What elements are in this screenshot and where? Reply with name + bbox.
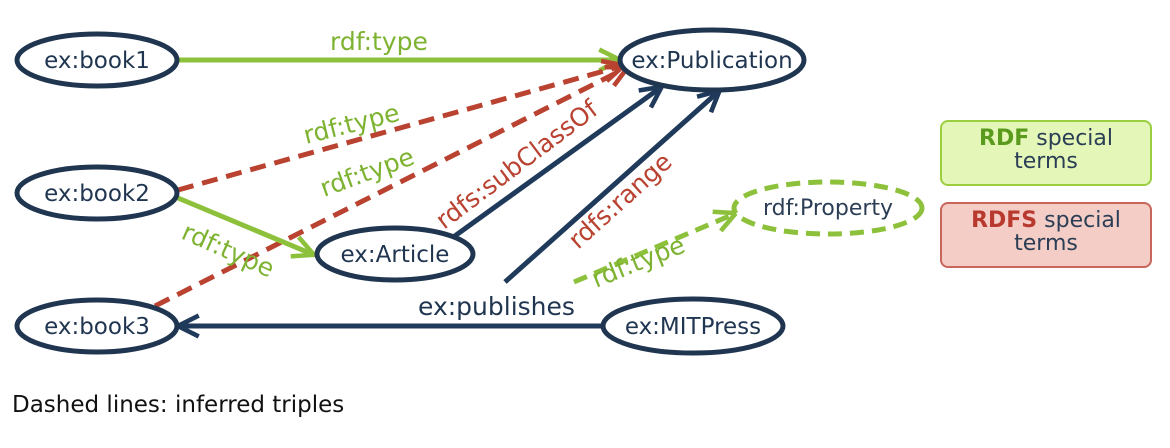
node-article-label: ex:Article [341,242,450,268]
node-book2-label: ex:book2 [44,181,150,207]
node-book3-label: ex:book3 [44,314,150,340]
node-publication-label: ex:Publication [631,48,792,74]
edge-book2-article-type [177,195,312,254]
legend-rdf-strong: RDF [979,126,1030,151]
legend-rdfs-strong: RDFS [971,208,1038,233]
node-book1: ex:book1 [14,31,180,89]
edge-article-subclass [450,88,660,241]
label-book2-article-type: rdf:type [178,217,279,283]
legend-rdf-special-terms: RDF special terms [940,120,1152,186]
node-rdf-property-label: rdf:Property [763,196,893,221]
node-mitpress-label: ex:MITPress [625,314,761,340]
label-book3-type-inferred: rdf:type [316,142,418,203]
node-rdf-property: rdf:Property [731,179,925,237]
node-book1-label: ex:book1 [44,48,150,74]
label-book1-type: rdf:type [330,27,428,56]
label-publishes-type: rdf:type [587,230,689,294]
node-mitpress: ex:MITPress [600,296,786,356]
legend-rdfs-line2: terms [1014,231,1078,256]
legend-rdfs-rest: special [1044,208,1121,233]
legend-rdf-line2: terms [1014,149,1078,174]
node-article: ex:Article [314,225,476,283]
label-publishes: ex:publishes [418,292,575,321]
edge-publishes-range [503,92,718,284]
caption: Dashed lines: inferred triples [12,392,345,418]
node-book2: ex:book2 [14,164,180,222]
node-publication: ex:Publication [617,27,807,93]
legend-rdfs-special-terms: RDFS special terms [940,202,1152,268]
edge-book2-type-inferred [177,66,622,193]
edge-book3-type-inferred [153,68,626,309]
legend-rdf-rest: special [1036,126,1113,151]
node-book3: ex:book3 [14,297,180,355]
edge-publishes-type-inferred [573,214,734,285]
